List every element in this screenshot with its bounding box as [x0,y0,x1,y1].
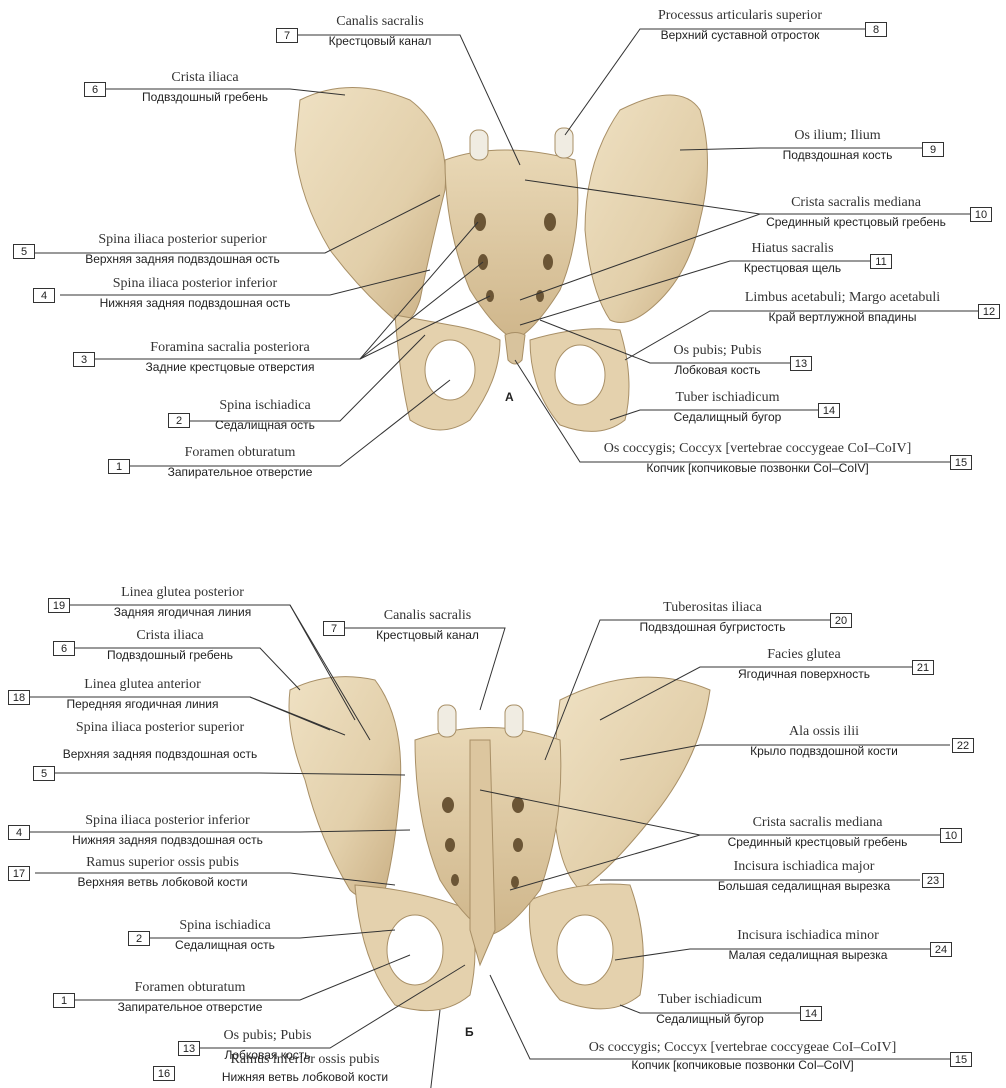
label-number: 7 [323,621,345,636]
label-number: 15 [950,455,972,470]
label-foramen-obturatum-b: Foramen obturatum Запирательное отверсти… [80,980,300,1015]
label-number: 13 [790,356,812,371]
label-number: 6 [53,641,75,656]
label-number: 17 [8,866,30,881]
label-number: 2 [128,931,150,946]
label-linea-glutea-ant-b: Linea glutea anterior Передняя ягодичная… [35,677,250,712]
view-letter-a: А [505,390,514,404]
label-crista-sacralis-a: Crista sacralis mediana Срединный крестц… [745,195,967,230]
label-incisura-minor-b: Incisura ischiadica minor Малая седалищн… [690,928,926,963]
label-number: 4 [8,825,30,840]
label-number: 5 [13,244,35,259]
label-number: 20 [830,613,852,628]
label-facies-glutea-b: Facies glutea Ягодичная поверхность [700,647,908,682]
label-linea-glutea-post-b: Linea glutea posterior Задняя ягодичная … [75,585,290,620]
label-number: 1 [53,993,75,1008]
label-number: 12 [978,304,1000,319]
label-os-pubis-a: Os pubis; Pubis Лобковая кость [650,343,785,378]
label-limbus-acetabuli-a: Limbus acetabuli; Margo acetabuli Край в… [710,290,975,325]
label-tuber-ischiadicum-a: Tuber ischiadicum Седалищный бугор [640,390,815,425]
label-crista-iliaca-a: Crista iliaca Подвздошный гребень [115,70,295,105]
label-spina-ischiadica-a: Spina ischiadica Седалищная ость [195,398,335,433]
label-number: 11 [870,254,892,269]
label-tuberositas-iliaca-b: Tuberositas iliaca Подвздошная бугристос… [600,600,825,635]
label-number: 6 [84,82,106,97]
label-number: 22 [952,738,974,753]
label-number: 4 [33,288,55,303]
label-crista-sacralis-b: Crista sacralis mediana Срединный крестц… [700,815,935,850]
label-os-ilium-a: Os ilium; Ilium Подвздошная кость [755,128,920,163]
label-ala-ossis-ilii-b: Ala ossis ilii Крыло подвздошной кости [700,724,948,759]
label-number: 14 [818,403,840,418]
label-number: 10 [940,828,962,843]
label-canalis-sacralis-b: Canalis sacralis Крестцовый канал [350,608,505,643]
label-number: 10 [970,207,992,222]
label-number: 7 [276,28,298,43]
label-crista-iliaca-b: Crista iliaca Подвздошный гребень [80,628,260,663]
label-tuber-ischiadicum-b: Tuber ischiadicum Седалищный бугор [625,992,795,1027]
label-spina-iliaca-post-sup-b: Spina iliaca posterior superior Верхняя … [60,720,260,762]
label-number: 19 [48,598,70,613]
label-ramus-superior-b: Ramus superior ossis pubis Верхняя ветвь… [35,855,290,890]
label-canalis-sacralis-a: Canalis sacralis Крестцовый канал [300,14,460,49]
label-number: 1 [108,459,130,474]
label-number: 8 [865,22,887,37]
label-number: 16 [153,1066,175,1081]
label-number: 5 [33,766,55,781]
label-os-coccygis-a: Os coccygis; Coccyx [vertebrae coccygeae… [570,441,945,476]
label-number: 18 [8,690,30,705]
label-number: 3 [73,352,95,367]
label-number: 24 [930,942,952,957]
label-incisura-major-b: Incisura ischiadica major Большая седали… [690,859,918,894]
label-number: 23 [922,873,944,888]
label-number: 15 [950,1052,972,1067]
view-letter-b: Б [465,1025,474,1039]
label-number: 9 [922,142,944,157]
label-spina-iliaca-post-inf-b: Spina iliaca posterior inferior Нижняя з… [35,813,300,848]
label-number: 21 [912,660,934,675]
label-foramen-obturatum-a: Foramen obturatum Запирательное отверсти… [135,445,345,480]
label-processus-articularis-a: Processus articularis superior Верхний с… [620,8,860,43]
label-spina-ischiadica-b: Spina ischiadica Седалищная ость [155,918,295,953]
label-hiatus-sacralis-a: Hiatus sacralis Крестцовая щель [720,241,865,276]
label-spina-iliaca-post-inf-a: Spina iliaca posterior inferior Нижняя з… [60,276,330,311]
label-number: 14 [800,1006,822,1021]
pelvis-view-b [289,677,710,1011]
label-spina-iliaca-post-sup-a: Spina iliaca posterior superior Верхняя … [40,232,325,267]
pelvis-view-a [295,88,708,432]
label-os-coccygis-b: Os coccygis; Coccyx [vertebrae coccygeae… [540,1040,945,1073]
label-number: 2 [168,413,190,428]
label-foramina-sacralia-a: Foramina sacralia posteriora Задние крес… [100,340,360,375]
label-ramus-inferior-b: Ramus inferior ossis pubis Нижняя ветвь … [180,1052,430,1085]
